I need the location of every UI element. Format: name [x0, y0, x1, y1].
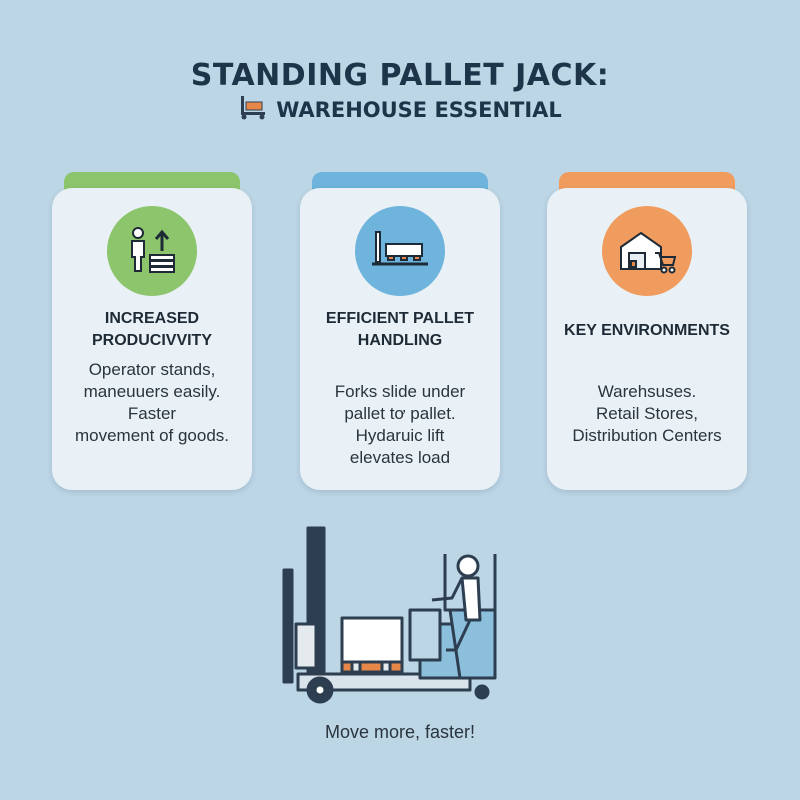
subtitle-row: WAREHOUSE ESSENTIAL	[0, 94, 800, 125]
card-body-panel: EFFICIENT PALLET HANDLING Forks slide un…	[300, 188, 500, 490]
card-key-environments: KEY ENVIRONMENTS Warehsuses. Retail Stor…	[547, 172, 747, 492]
card-heading-line1: EFFICIENT PALLET	[325, 310, 475, 327]
card-text-line1: Operator stands,	[88, 360, 216, 379]
card-productivity: INCREASED PRODUCIVVITY Operator stands, …	[52, 172, 252, 492]
standing-pallet-jack-illustration	[270, 520, 510, 710]
card-pallet-handling: EFFICIENT PALLET HANDLING Forks slide un…	[300, 172, 500, 492]
card-heading-line2: HANDLING	[357, 332, 443, 349]
card-heading-line1: KEY ENVIRONMENTS	[564, 322, 730, 339]
card-text-line2: maneuuers easily.	[83, 382, 221, 401]
card-heading-line1: INCREASED	[104, 310, 200, 327]
card-heading-line2: PRODUCIVVITY	[91, 332, 212, 349]
card-text-line2: Retail Stores,	[595, 404, 699, 423]
page-title: STANDING PALLET JACK:	[190, 58, 610, 93]
warehouse-cart-icon	[602, 206, 692, 296]
card-body-panel: INCREASED PRODUCIVVITY Operator stands, …	[52, 188, 252, 490]
card-text-line1: Forks slide under	[334, 382, 466, 401]
card-text-line3: Distribution Centers	[572, 426, 722, 445]
pallet-forks-icon	[355, 206, 445, 296]
operator-lifting-icon	[107, 206, 197, 296]
card-text-line3: Hydaruic lift	[355, 426, 445, 445]
card-text-line1: Warehsuses.	[597, 382, 697, 401]
card-body-panel: KEY ENVIRONMENTS Warehsuses. Retail Stor…	[547, 188, 747, 490]
page-subtitle: WAREHOUSE ESSENTIAL	[276, 97, 562, 122]
card-text-line4: elevates load	[349, 448, 451, 467]
card-text-line3: Faster	[127, 404, 177, 423]
tagline: Move more, faster!	[324, 722, 476, 742]
pallet-jack-icon	[238, 94, 268, 125]
card-text-line4: movement of goods.	[74, 426, 230, 445]
card-text-line2: pallet tơ pallet.	[344, 404, 456, 423]
